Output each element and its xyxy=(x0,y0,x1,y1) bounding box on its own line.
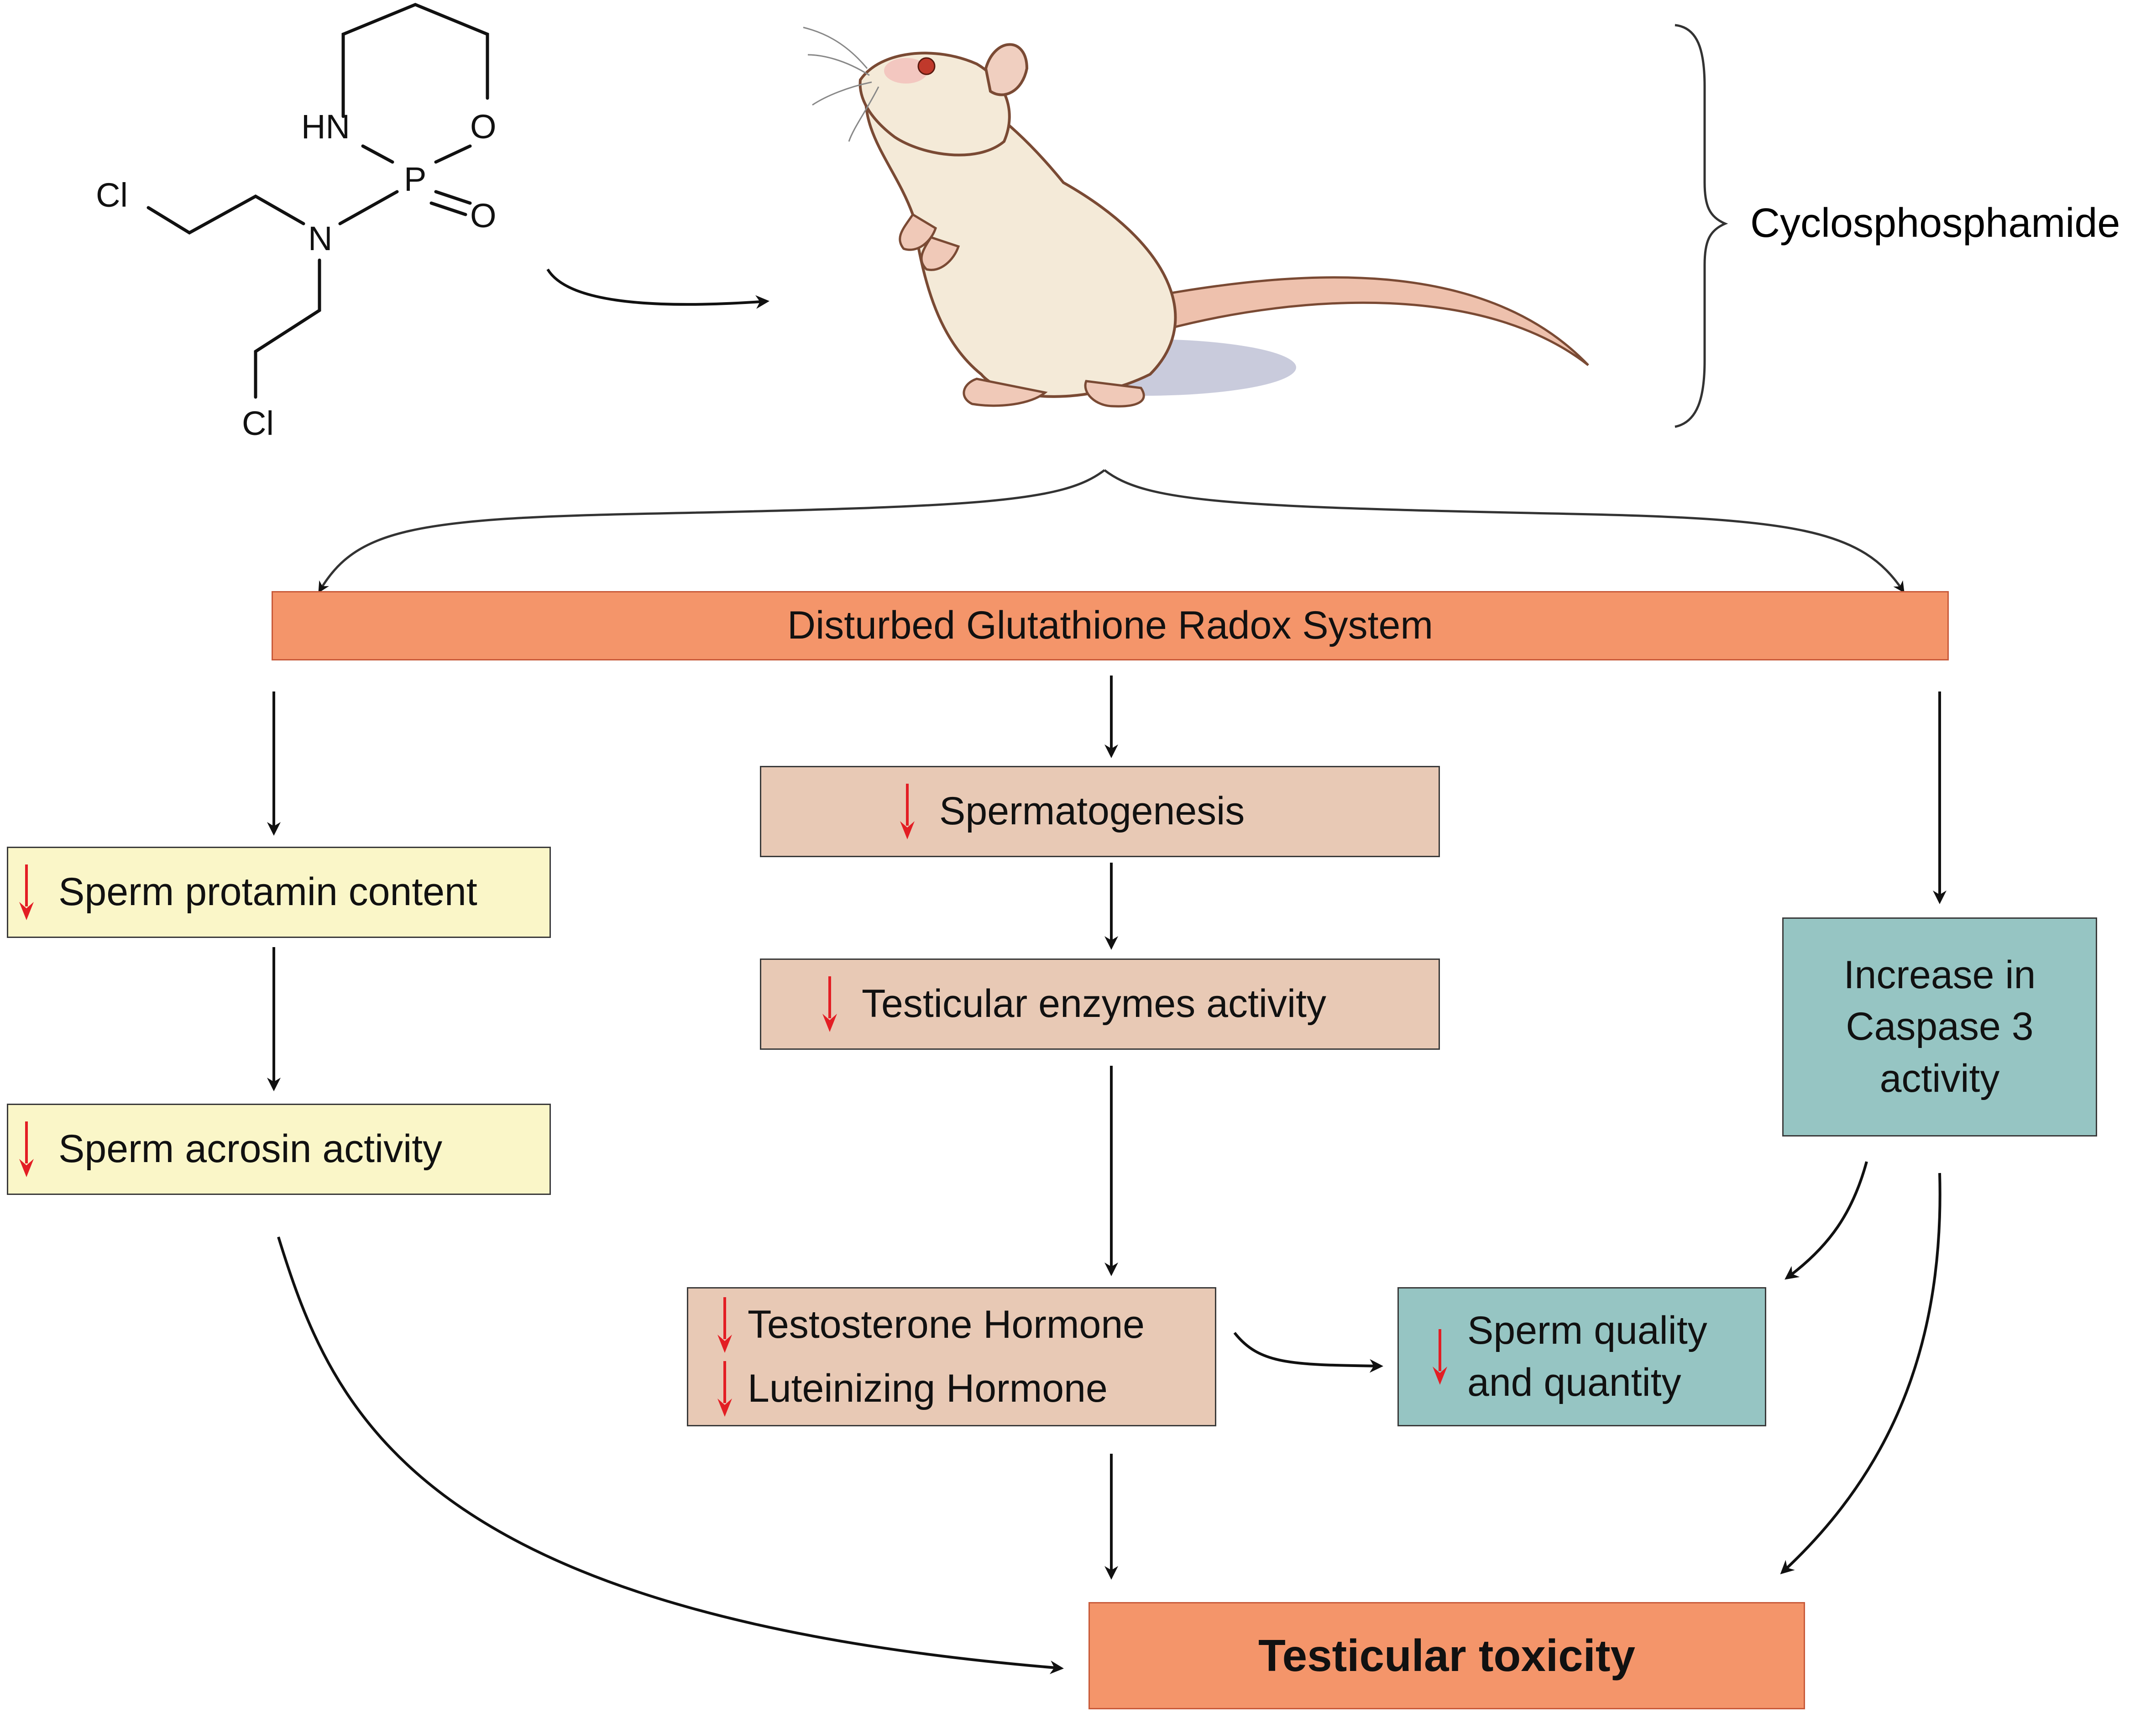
node-glutathione-redox: Disturbed Glutathione Radox System xyxy=(272,591,1949,660)
decrease-arrow-icon xyxy=(17,1120,36,1179)
rat-illustration xyxy=(803,26,1589,408)
rat-paws xyxy=(899,213,1145,408)
cyclophosphamide-structure xyxy=(147,3,489,399)
rat-whiskers xyxy=(803,26,879,142)
node-spermatogenesis-label: Spermatogenesis xyxy=(939,789,1245,833)
bond-p-o-double-a xyxy=(434,190,472,205)
node-sperm-acrosin: Sperm acrosin activity xyxy=(7,1104,551,1195)
bond-hn-p xyxy=(361,144,394,164)
decrease-arrow-icon xyxy=(898,782,916,841)
bond-p-n xyxy=(338,190,399,225)
node-caspase-line-3: activity xyxy=(1879,1056,2000,1100)
node-hormones: Testosterone Hormone Luteinizing Hormone xyxy=(687,1287,1216,1426)
bond-o-p xyxy=(434,144,472,164)
node-testosterone-label: Testosterone Hormone xyxy=(748,1302,1145,1346)
atom-p: P xyxy=(404,160,427,198)
rat-cheek xyxy=(884,58,928,84)
bond-n-chain1 xyxy=(147,194,305,235)
rat-ear xyxy=(984,43,1029,96)
atom-o-ring: O xyxy=(470,108,497,146)
atom-cl-2: Cl xyxy=(242,404,274,442)
node-caspase-line-1: Increase in xyxy=(1843,953,2036,997)
node-testicular-toxicity: Testicular toxicity xyxy=(1088,1602,1805,1709)
node-caspase-3: Increase in Caspase 3 activity xyxy=(1782,917,2097,1137)
decrease-arrow-icon xyxy=(1431,1327,1449,1387)
node-sperm-protamin: Sperm protamin content xyxy=(7,847,551,938)
node-sperm-quality-line-2: and quantity xyxy=(1467,1360,1681,1404)
node-testicular-enzymes-label: Testicular enzymes activity xyxy=(862,982,1326,1026)
arrow-split-left xyxy=(318,469,1105,593)
bond-p-o-double-b xyxy=(429,201,467,216)
drug-label: Cyclosphosphamide xyxy=(1750,200,2120,246)
atom-hn: HN xyxy=(301,108,350,146)
atom-cl-1: Cl xyxy=(96,176,128,214)
decrease-arrow-icon xyxy=(821,974,839,1034)
decrease-arrow-icon xyxy=(17,863,36,922)
node-testicular-enzymes: Testicular enzymes activity xyxy=(760,959,1440,1050)
arrow-split-right xyxy=(1104,469,1905,593)
arrow-molecule-to-rat xyxy=(546,268,769,309)
atom-o-double: O xyxy=(470,197,497,235)
curly-brace-right xyxy=(1675,24,1728,428)
bond-n-chain2 xyxy=(254,258,321,399)
node-spermatogenesis: Spermatogenesis xyxy=(760,766,1440,857)
atom-n: N xyxy=(308,220,333,257)
node-sperm-acrosin-label: Sperm acrosin activity xyxy=(58,1127,443,1171)
node-sperm-quality-line-1: Sperm quality xyxy=(1467,1308,1707,1352)
arrow-caspase-to-toxicity xyxy=(1780,1173,1941,1575)
node-testicular-toxicity-label: Testicular toxicity xyxy=(1258,1630,1635,1681)
ring-bonds xyxy=(341,3,489,118)
node-glutathione-redox-label: Disturbed Glutathione Radox System xyxy=(787,603,1433,648)
node-sperm-quality: Sperm quality and quantity xyxy=(1397,1287,1766,1426)
arrow-acrosin-to-toxicity xyxy=(277,1236,1064,1674)
decrease-arrow-icon xyxy=(716,1359,734,1419)
node-sperm-protamin-label: Sperm protamin content xyxy=(58,870,477,914)
decrease-arrow-icon xyxy=(716,1295,734,1355)
rat-eye xyxy=(917,57,936,75)
arrow-caspase-to-sperm-quality xyxy=(1784,1161,1868,1280)
arrow-hormones-to-sperm-quality xyxy=(1233,1332,1383,1373)
rat-tail xyxy=(1148,276,1589,366)
node-lh-label: Luteinizing Hormone xyxy=(748,1366,1108,1410)
node-caspase-line-2: Caspase 3 xyxy=(1846,1005,2034,1049)
